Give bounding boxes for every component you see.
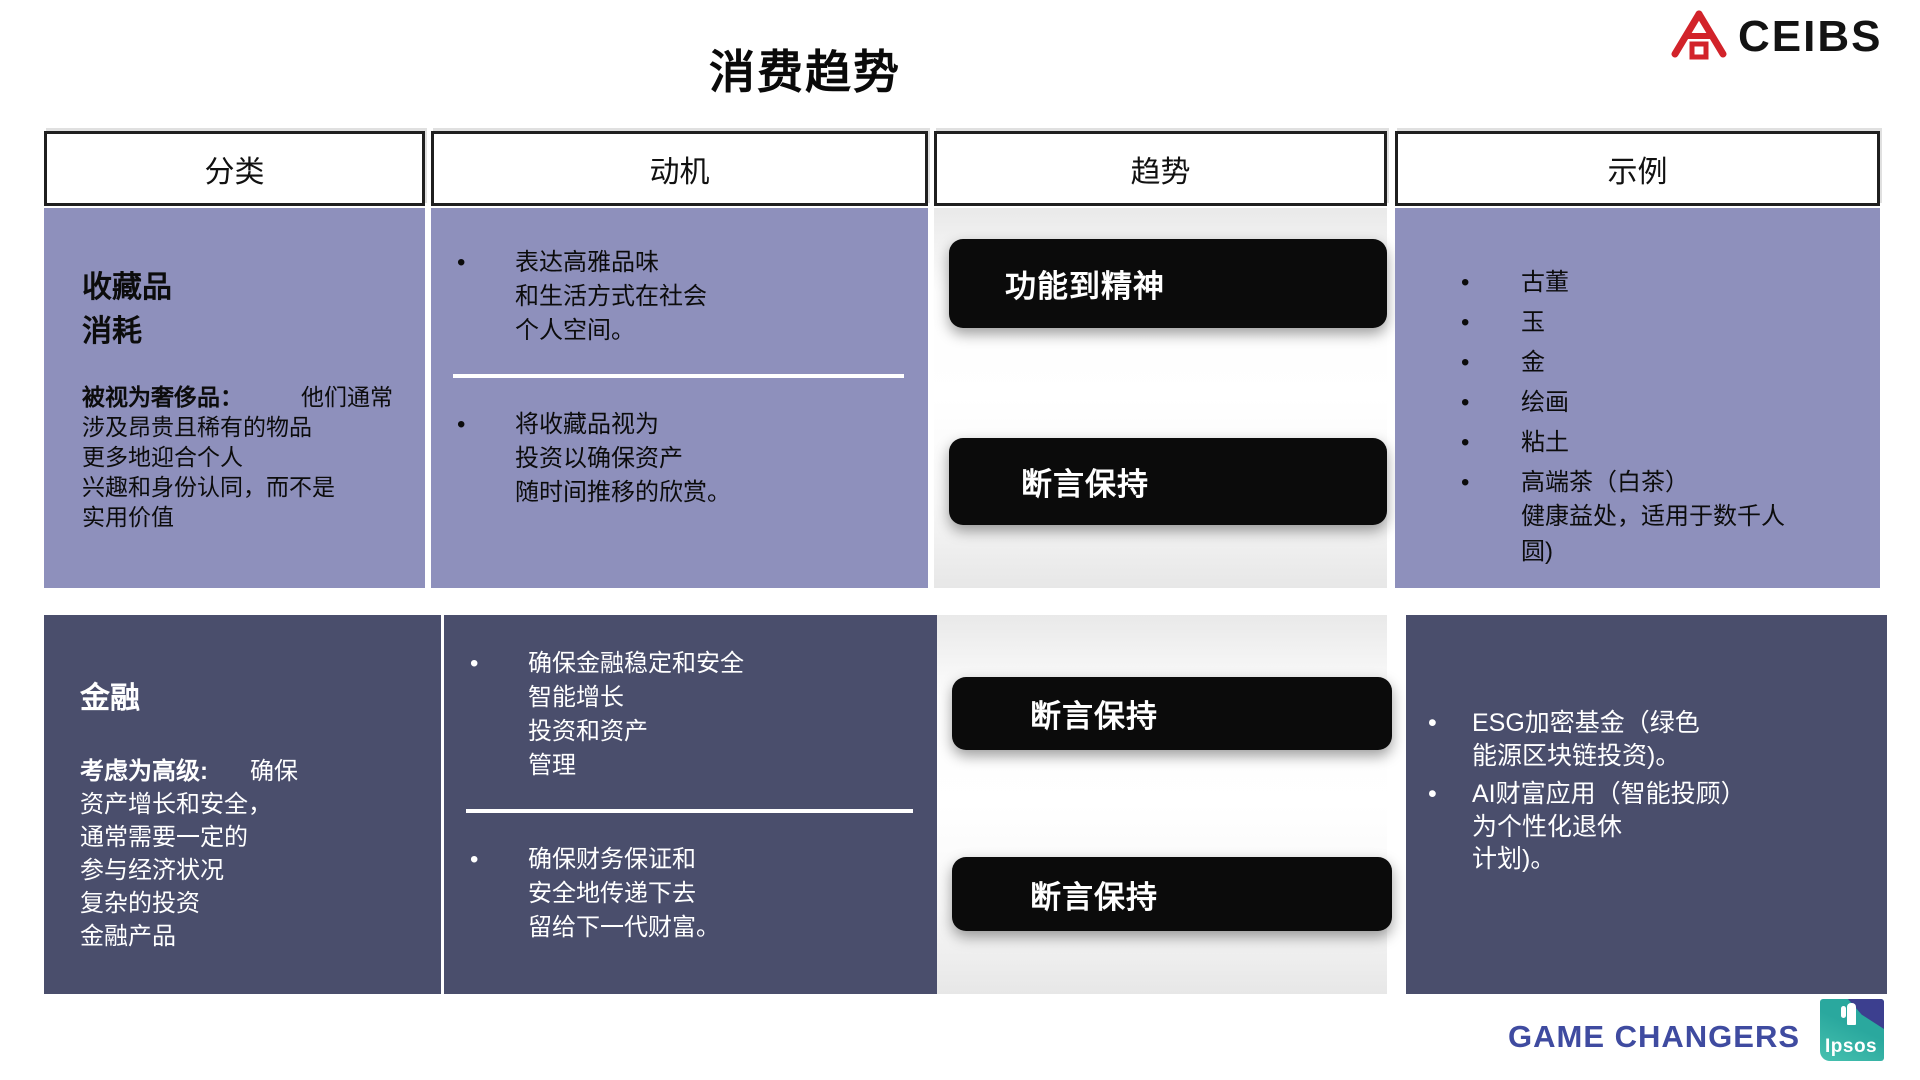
cell-motivation-finance: 确保金融稳定和安全 智能增长 投资和资产 管理 确保财务保证和 安全地传递下去 … [444,615,937,994]
category-body-text: 涉及昂贵且稀有的物品 更多地迎合个人 兴趣和身份认同，而不是 实用价值 [82,413,335,530]
trend-pill: 功能到精神 [949,239,1387,328]
example-item: 金 [1395,346,1880,380]
ipsos-logo: Ipsos [1820,999,1884,1061]
category-body-text: 资产增长和安全， 通常需要一定的 参与经济状况 复杂的投资 金融产品 [80,790,272,951]
ceibs-gate-icon [1671,10,1727,60]
category-lead-line: 被视为奢侈品： 他们通常 [82,383,399,413]
category-lead-line: 考虑为高级: 确保 [80,755,419,788]
motivation-bullet: 确保金融稳定和安全 智能增长 投资和资产 管理 [444,647,937,783]
examples-list: ESG加密基金（绿色 能源区块链投资)。 AI财富应用（智能投顾） 为个性化退休… [1406,707,1887,876]
category-lead-bold: 考虑为高级: [80,757,208,785]
example-item: 玉 [1395,306,1880,340]
example-item: 绘画 [1395,386,1880,420]
category-lead-bold: 被视为奢侈品： [82,384,243,410]
cell-examples-finance: ESG加密基金（绿色 能源区块链投资)。 AI财富应用（智能投顾） 为个性化退休… [1406,615,1887,994]
motivation-list: 将收藏品视为 投资以确保资产 随时间推移的欣赏。 [431,408,928,510]
column-header-category: 分类 [44,131,425,206]
example-item: 古董 [1395,266,1880,300]
column-header-motivation: 动机 [431,131,928,206]
cell-motivation-collectibles: 表达高雅品味 和生活方式在社会 个人空间。 将收藏品视为 投资以确保资产 随时间… [431,208,928,588]
page-title: 消费趋势 [709,46,901,98]
divider [466,809,913,814]
cell-category-finance: 金融 考虑为高级: 确保 资产增长和安全， 通常需要一定的 参与经济状况 复杂的投… [44,615,441,994]
cell-category-collectibles: 收藏品 消耗 被视为奢侈品： 他们通常 涉及昂贵且稀有的物品 更多地迎合个人 兴趣… [44,208,425,588]
trend-pill: 断言保持 [952,677,1392,750]
ceibs-wordmark: CEIBS [1738,12,1883,61]
motivation-list: 确保金融稳定和安全 智能增长 投资和资产 管理 [444,647,937,783]
motivation-list: 表达高雅品味 和生活方式在社会 个人空间。 [431,246,928,348]
footer-tagline: GAME CHANGERS [1508,1019,1801,1054]
cell-trend-finance [934,615,1387,994]
divider [453,374,904,379]
category-lead-rest: 确保 [250,757,298,785]
examples-list: 古董 玉 金 绘画 粘土 高端茶（白茶） 健康益处，适用于数千人 圆) [1395,266,1880,569]
motivation-bullet: 表达高雅品味 和生活方式在社会 个人空间。 [431,246,928,348]
column-header-trend: 趋势 [934,131,1387,206]
category-title: 金融 [80,682,140,715]
example-item: 粘土 [1395,426,1880,460]
example-item: ESG加密基金（绿色 能源区块链投资)。 [1406,707,1887,772]
category-description: 考虑为高级: 确保 资产增长和安全， 通常需要一定的 参与经济状况 复杂的投资 金… [80,755,419,954]
ceibs-logo: CEIBS [1668,10,1882,64]
category-lead-rest: 他们通常 [301,384,393,410]
example-item: 高端茶（白茶） 健康益处，适用于数千人 圆) [1395,466,1880,568]
cell-examples-collectibles: 古董 玉 金 绘画 粘土 高端茶（白茶） 健康益处，适用于数千人 圆) [1395,208,1880,588]
ipsos-wordmark: Ipsos [1825,1036,1878,1057]
trend-pill: 断言保持 [949,438,1387,525]
motivation-bullet: 确保财务保证和 安全地传递下去 留给下一代财富。 [444,843,937,945]
motivation-list: 确保财务保证和 安全地传递下去 留给下一代财富。 [444,843,937,945]
motivation-bullet: 将收藏品视为 投资以确保资产 随时间推移的欣赏。 [431,408,928,510]
ipsos-figure-icon [1841,1003,1856,1025]
category-title: 收藏品 消耗 [82,271,172,348]
trend-pill: 断言保持 [952,857,1392,931]
column-header-examples: 示例 [1395,131,1880,206]
example-item: AI财富应用（智能投顾） 为个性化退休 计划)。 [1406,778,1887,876]
category-description: 被视为奢侈品： 他们通常 涉及昂贵且稀有的物品 更多地迎合个人 兴趣和身份认同，而… [82,383,399,532]
